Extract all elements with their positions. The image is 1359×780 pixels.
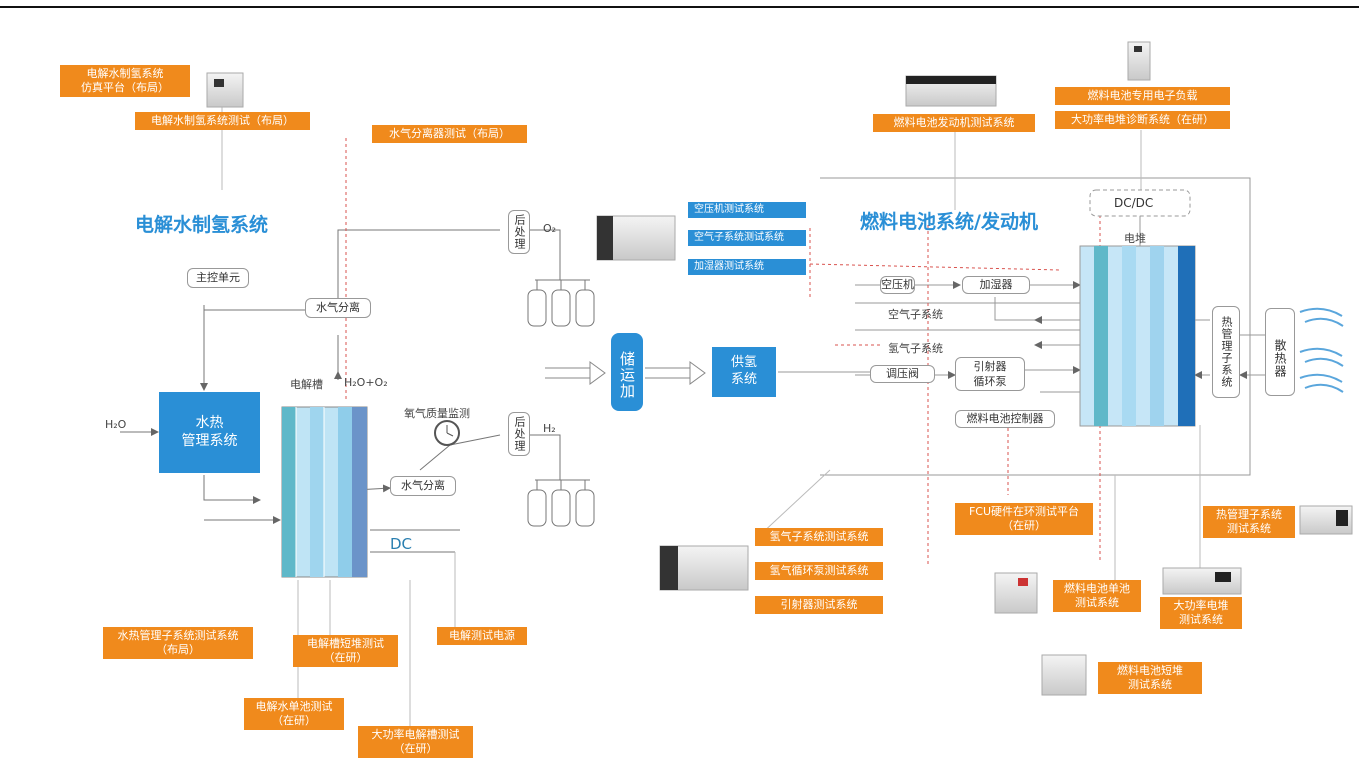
h2o-input-label: H₂O: [105, 418, 126, 431]
h2-label: H₂: [543, 422, 556, 435]
airflow-icon: [1300, 309, 1343, 392]
fuel-cell-controller[interactable]: 燃料电池控制器: [955, 410, 1055, 428]
tag-short-stack-test[interactable]: 燃料电池短堆 测试系统: [1098, 662, 1202, 694]
tag-air-subsystem-test[interactable]: 空气子系统测试系统: [688, 230, 806, 246]
air-subsystem-label: 空气子系统: [888, 306, 943, 322]
tag-fcu-hil[interactable]: FCU硬件在环测试平台 （在研）: [955, 503, 1093, 535]
tag-separator-test[interactable]: 水气分离器测试（布局）: [372, 125, 527, 143]
post-treatment-top[interactable]: 后处理: [508, 210, 530, 254]
stack-label: 电堆: [1124, 230, 1146, 246]
tag-fc-thermal-test[interactable]: 热管理子系统 测试系统: [1203, 506, 1295, 538]
tag-air-compressor-test[interactable]: 空压机测试系统: [688, 202, 806, 218]
separator-bottom[interactable]: 水气分离: [390, 476, 456, 496]
tag-electronic-load[interactable]: 燃料电池专用电子负载: [1055, 87, 1230, 105]
fuel-cell-title: 燃料电池系统/发动机: [860, 207, 1038, 234]
separator-top[interactable]: 水气分离: [305, 298, 371, 318]
tag-power-supply[interactable]: 电解测试电源: [437, 627, 527, 645]
tag-hydrogen-recirc-test[interactable]: 氢气循环泵测试系统: [755, 562, 883, 580]
thermal-management-system[interactable]: 水热 管理系统: [159, 392, 260, 473]
tag-thermal-test[interactable]: 水热管理子系统测试系统 （布局）: [103, 627, 253, 659]
electrolyzer-stack: [282, 407, 367, 577]
main-control-unit[interactable]: 主控单元: [187, 268, 249, 288]
storage-transport-refuel[interactable]: 储运加: [611, 333, 643, 411]
electrolyzer-label: 电解槽: [290, 376, 323, 392]
post-treatment-bottom[interactable]: 后处理: [508, 412, 530, 456]
tag-ejector-test[interactable]: 引射器测试系统: [755, 596, 883, 614]
tag-humidifier-test[interactable]: 加湿器测试系统: [688, 259, 806, 275]
dcdc-label: DC/DC: [1114, 196, 1153, 210]
thermal-management-subsystem[interactable]: 热管理子系统: [1212, 306, 1240, 398]
fuel-cell-stack: [1080, 246, 1195, 426]
gauge-icon: [435, 421, 459, 445]
gas-cylinder-icon: [528, 280, 594, 526]
electrolysis-title: 电解水制氢系统: [135, 210, 268, 237]
tag-sim-platform[interactable]: 电解水制氢系统 仿真平台（布局）: [60, 65, 190, 97]
tag-single-cell-test[interactable]: 电解水单池测试 （在研）: [244, 698, 344, 730]
dc-label: DC: [390, 535, 412, 553]
radiator[interactable]: 散热器: [1265, 308, 1295, 396]
ejector-recirc-pump[interactable]: 引射器 循环泵: [955, 357, 1025, 391]
tag-fc-single-cell-test[interactable]: 燃料电池单池 测试系统: [1053, 580, 1141, 612]
tag-hydrogen-subsystem-test[interactable]: 氢气子系统测试系统: [755, 528, 883, 546]
tag-high-power-test[interactable]: 大功率电解槽测试 （在研）: [358, 726, 473, 758]
tag-engine-test[interactable]: 燃料电池发动机测试系统: [873, 114, 1035, 132]
tag-high-power-stack-test[interactable]: 大功率电堆 测试系统: [1160, 597, 1242, 629]
hydrogen-subsystem-label: 氢气子系统: [888, 340, 943, 356]
products-label: H₂O+O₂: [344, 376, 388, 389]
air-compressor[interactable]: 空压机: [880, 276, 915, 294]
tag-electrolysis-system-test[interactable]: 电解水制氢系统测试（布局）: [135, 112, 310, 130]
hydrogen-supply-system[interactable]: 供氢 系统: [712, 347, 776, 397]
pressure-valve[interactable]: 调压阀: [870, 365, 935, 383]
tag-stack-short-test[interactable]: 电解槽短堆测试 （在研）: [293, 635, 398, 667]
humidifier[interactable]: 加湿器: [962, 276, 1030, 294]
o2-label: O₂: [543, 222, 556, 235]
o2-monitor-label: 氧气质量监测: [404, 405, 470, 421]
tag-stack-diagnosis[interactable]: 大功率电堆诊断系统（在研）: [1055, 111, 1230, 129]
